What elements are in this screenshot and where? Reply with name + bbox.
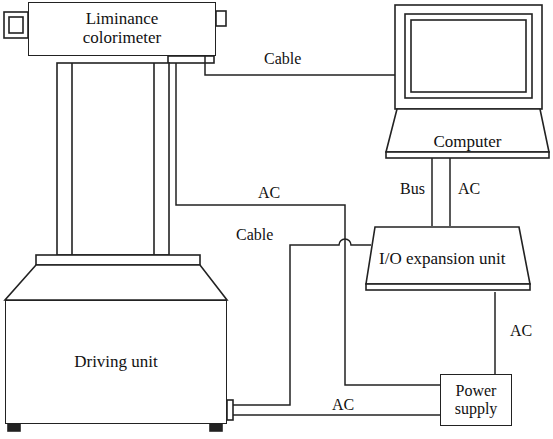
node-label: Power supply [446, 382, 506, 417]
lens-inner [9, 17, 23, 33]
node-label: Liminance colorimeter [47, 10, 197, 47]
knob [216, 11, 226, 26]
stand-column [57, 63, 169, 255]
wire [449, 158, 451, 226]
stand-plate [36, 255, 200, 265]
connector-plate [168, 56, 214, 63]
wire-label: AC [256, 184, 282, 202]
wire [233, 239, 371, 405]
wheel [8, 424, 20, 431]
computer-node: Computer [385, 4, 550, 160]
io-unit: I/O expansion unit [365, 226, 531, 292]
node-label: Computer [434, 133, 502, 152]
monitor [395, 5, 542, 109]
lens [4, 12, 28, 38]
laptop-front [386, 152, 549, 158]
power-supply-box: Power supply [440, 374, 512, 426]
node-label: Driving unit [74, 353, 158, 372]
wire-label: AC [508, 322, 534, 340]
wire-label: Bus [398, 180, 427, 198]
wheel [210, 424, 222, 431]
node-label: I/O expansion unit [379, 250, 506, 269]
stand-edge [71, 63, 73, 255]
screen [405, 14, 532, 98]
wire-label: Cable [262, 50, 303, 68]
wire [494, 292, 496, 374]
io-unit-top [366, 227, 530, 284]
socket [227, 400, 233, 420]
wire-label: Cable [234, 226, 275, 244]
colorimeter-box: Liminance colorimeter [28, 2, 216, 56]
screen-inner [411, 20, 526, 92]
io-unit-front [366, 284, 530, 290]
driving-unit-box: Driving unit [5, 300, 227, 424]
stand-edge [153, 63, 155, 255]
laptop-base [386, 109, 549, 152]
driving-unit-top [5, 265, 227, 300]
wire [233, 414, 440, 416]
wire-label: AC [456, 180, 482, 198]
wire-label: AC [330, 396, 356, 414]
wire [431, 158, 433, 226]
